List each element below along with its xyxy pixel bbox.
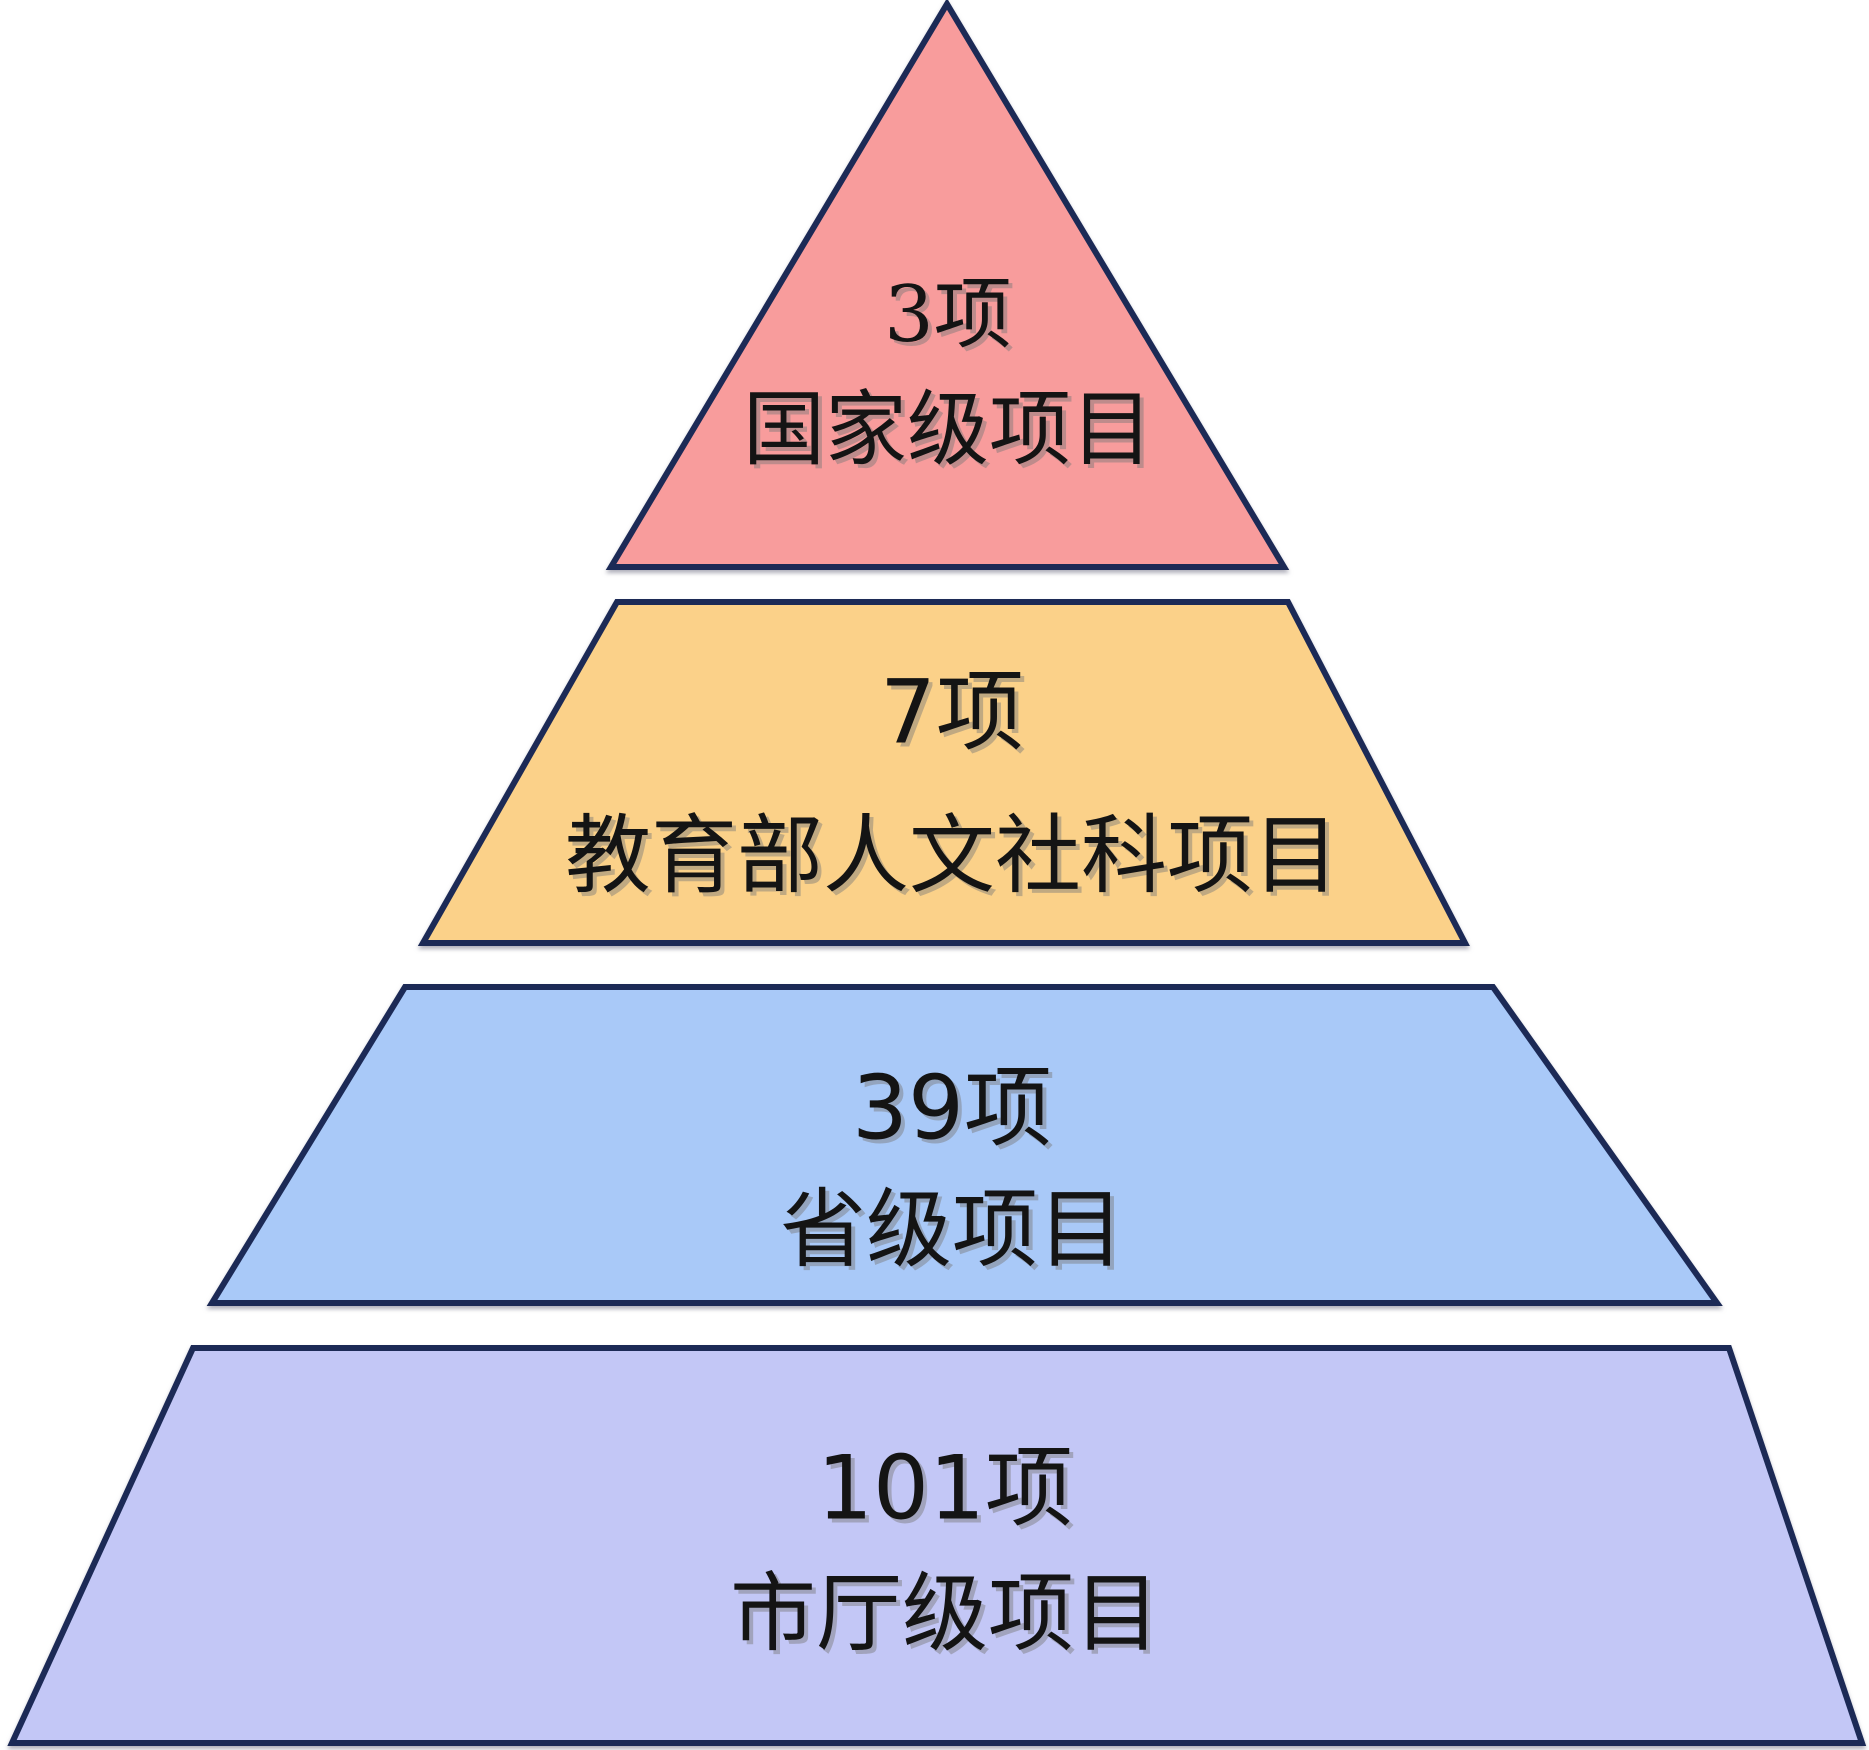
tier-4-name-label: 市厅级项目 bbox=[730, 1564, 1160, 1664]
tier-2-count-label: 7项 bbox=[880, 661, 1024, 764]
tier-1-shape bbox=[605, 0, 1290, 570]
tier-1-name-label: 国家级项目 bbox=[743, 383, 1153, 478]
tier-4-municipal: 101项 市厅级项目 bbox=[7, 1345, 1867, 1746]
tier-2-name-label: 教育部人文社科项目 bbox=[565, 806, 1339, 906]
tier-3-provincial: 39项 省级项目 bbox=[206, 984, 1723, 1306]
tier-1-count-label: 3项 bbox=[884, 270, 1012, 360]
tier-4-shape bbox=[7, 1345, 1867, 1746]
tier-3-name-label: 省级项目 bbox=[780, 1180, 1124, 1280]
tier-1-national: 3项 国家级项目 bbox=[605, 0, 1290, 570]
tier-2-shape bbox=[417, 599, 1470, 946]
tier-2-ministry: 7项 教育部人文社科项目 bbox=[417, 599, 1470, 946]
tier-3-shape bbox=[206, 984, 1723, 1306]
tier-3-count-label: 39项 bbox=[852, 1057, 1052, 1160]
tier-4-count-label: 101项 bbox=[817, 1437, 1073, 1540]
